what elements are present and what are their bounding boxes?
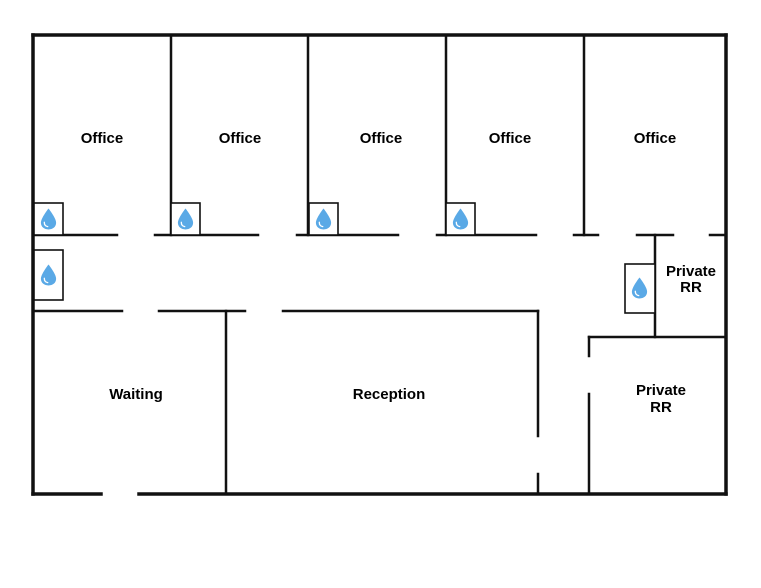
room-label-private-rr-lower-line-1: Private bbox=[636, 382, 686, 399]
lower-room-walls bbox=[31, 309, 540, 496]
room-label-private-rr-upper-line-1: Private bbox=[666, 263, 716, 280]
water-fixture bbox=[308, 202, 339, 236]
water-fixture bbox=[33, 249, 64, 301]
room-label-office-2: Office bbox=[219, 130, 262, 147]
office-partitions bbox=[169, 33, 586, 237]
room-label-reception: Reception bbox=[353, 386, 426, 403]
water-fixture bbox=[624, 263, 656, 314]
water-fixture bbox=[445, 202, 476, 236]
water-fixture bbox=[33, 202, 64, 236]
room-label-waiting: Waiting bbox=[109, 386, 163, 403]
room-label-office-5: Office bbox=[634, 130, 677, 147]
outer-walls bbox=[31, 33, 728, 496]
water-fixture bbox=[170, 202, 201, 236]
room-label-office-4: Office bbox=[489, 130, 532, 147]
fixture-box bbox=[170, 202, 201, 236]
room-label-private-rr-lower-line-2: RR bbox=[650, 399, 672, 416]
room-label-office-1: Office bbox=[81, 130, 124, 147]
room-label-office-3: Office bbox=[360, 130, 403, 147]
room-label-private-rr-upper-line-2: RR bbox=[680, 279, 702, 296]
